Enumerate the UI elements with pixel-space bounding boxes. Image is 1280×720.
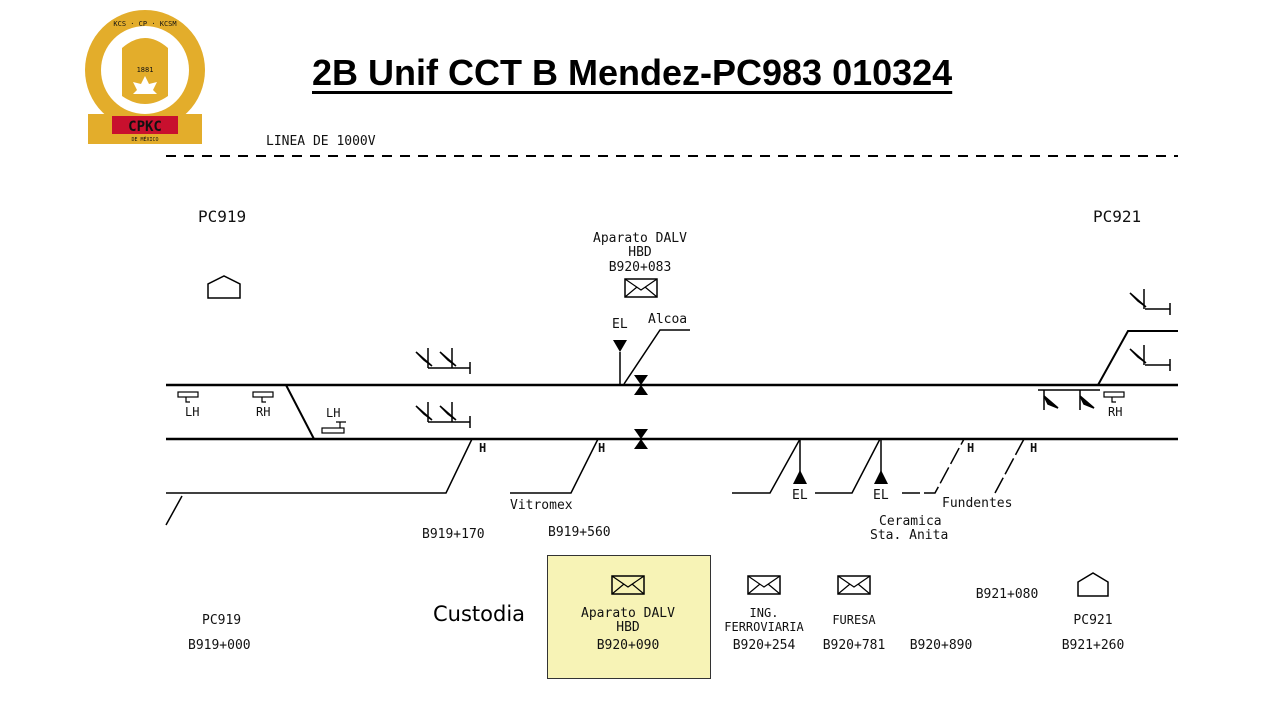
switch-stand-icon [1103, 391, 1125, 403]
el-signal-icon [793, 470, 807, 484]
b921-080-label: B921+080 [976, 587, 1039, 602]
b920-890-label: B920+890 [910, 638, 973, 653]
spur-fundentes [902, 438, 965, 494]
siding-left [166, 438, 473, 494]
aparato-bottom-line3: B920+090 [597, 638, 660, 653]
spur-el-a [732, 438, 801, 494]
logo-red-plate [112, 116, 178, 134]
switch-stand-icon [321, 421, 346, 434]
logo-text: CPKC [128, 119, 162, 135]
pc921-bottom-label: PC921 [1073, 613, 1112, 628]
b920-781-label: B920+781 [823, 638, 886, 653]
b919-000-label: B919+000 [188, 638, 251, 653]
detector-envelope-icon [747, 575, 781, 595]
maple-leaf-icon [133, 76, 157, 102]
alcoa-label: Alcoa [648, 312, 687, 327]
aparato-top-line1: Aparato DALV [593, 231, 687, 246]
switch-stand-icon [177, 391, 199, 403]
aparato-top-line2: HBD [628, 245, 652, 260]
siding-right [1097, 330, 1178, 386]
logo-subtext: DE MÉXICO [131, 135, 158, 143]
switch-stand-icon [252, 391, 274, 403]
b920-254-label: B920+254 [733, 638, 796, 653]
station-house-icon [207, 275, 241, 299]
detector-bowtie-icon [634, 429, 648, 449]
ceramica-label-2: Sta. Anita [870, 528, 948, 543]
vitromex-label: Vitromex [510, 498, 573, 513]
station-left-top: PC919 [198, 207, 246, 226]
el-label-a: EL [792, 488, 808, 503]
beaver-shield-icon [122, 38, 168, 104]
el-label-b: EL [873, 488, 889, 503]
furesa-label: FURESA [832, 613, 876, 627]
lh-label-2: LH [326, 406, 340, 420]
rh-label-2: RH [1108, 405, 1122, 419]
derail-icon [415, 402, 471, 428]
h-marker: H [1030, 441, 1037, 455]
derail-icon [415, 348, 471, 374]
ceramica-label-1: Ceramica [879, 514, 942, 529]
linea-label: LINEA DE 1000V [266, 134, 376, 149]
derail-icon [1129, 345, 1171, 371]
station-right-top: PC921 [1093, 207, 1141, 226]
crossover [285, 384, 315, 440]
lh-label: LH [185, 405, 199, 419]
cpkc-logo: CPKC DE MÉXICO KCS · CP · KCSM 1881 [85, 10, 205, 144]
detector-bowtie-icon [634, 375, 648, 395]
h-marker: H [479, 441, 486, 455]
aparato-bottom-line2: HBD [616, 620, 640, 635]
derail-icon [1129, 289, 1171, 315]
el-top-label: EL [612, 317, 628, 332]
aparato-bottom-line1: Aparato DALV [581, 606, 675, 621]
ing-label-1: ING. [750, 606, 779, 620]
spur-el-b [815, 438, 881, 494]
h-marker: H [598, 441, 605, 455]
el-signal-icon [874, 470, 888, 484]
detector-envelope-icon [624, 278, 658, 298]
logo-ring-text: KCS · CP · KCSM [113, 20, 176, 28]
b919-560-label: B919+560 [548, 525, 611, 540]
page-title: 2B Unif CCT B Mendez-PC983 010324 [312, 52, 953, 93]
station-house-icon [1077, 572, 1109, 597]
detector-envelope-icon [837, 575, 871, 595]
custodia-label: Custodia [433, 602, 526, 626]
fundentes-label: Fundentes [942, 496, 1012, 511]
spur-vitromex [510, 438, 599, 494]
el-signal-icon [613, 340, 627, 352]
pc919-bottom-label: PC919 [202, 613, 241, 628]
h-marker: H [967, 441, 974, 455]
logo-year: 1881 [137, 66, 154, 74]
b919-170-label: B919+170 [422, 527, 485, 542]
aparato-top-line3: B920+083 [609, 260, 672, 275]
ing-label-2: FERROVIARIA [724, 620, 804, 634]
derail-icon [1038, 389, 1100, 410]
detector-envelope-icon [611, 575, 645, 595]
b921-260-label: B921+260 [1062, 638, 1125, 653]
rh-label: RH [256, 405, 270, 419]
